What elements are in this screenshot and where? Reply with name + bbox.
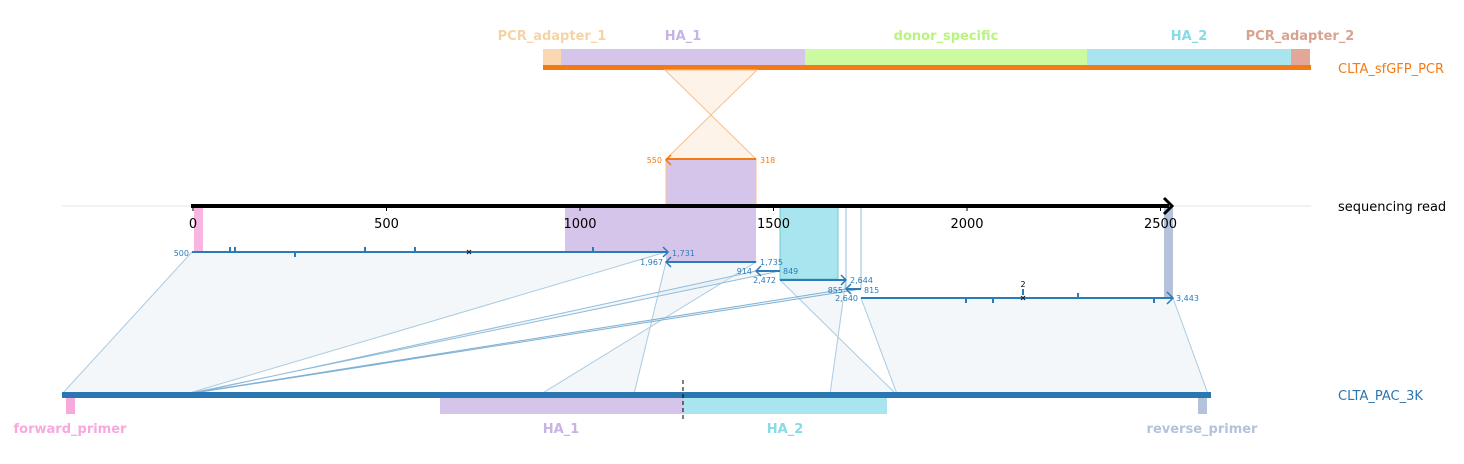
feature-label-donor-specific: donor_specific [894,29,999,44]
alignment-3-end-label: 849 [783,267,798,276]
projection-forward-primer [194,206,203,252]
alignment-1-arrowhead [662,246,670,258]
alignment-1-start-label: 500 [174,249,189,258]
bottom-reference-track: forward_primer HA_1 HA_2 reverse_primer … [14,380,1423,437]
alignment-6-deletion-mark [1020,295,1026,301]
reference-name-top: CLTA_sfGFP_PCR [1338,62,1444,77]
top-alignment-connector: 550 318 [647,69,775,207]
reference-name-bottom: CLTA_PAC_3K [1338,389,1423,404]
alignment-fans [60,251,1209,395]
alignment-5-arrowhead [844,283,852,295]
alignment-4-end-label: 2,644 [850,276,873,285]
alignment-6-start-label: 2,640 [835,294,858,303]
feature-label-ha-1: HA_1 [543,422,580,437]
alignment-3-arrowhead [754,265,762,277]
feature-label-reverse-primer: reverse_primer [1147,422,1259,437]
alignment-2-start-label: 1,967 [640,258,663,267]
top-alignment-end-label: 318 [760,156,775,165]
projection-ha-1-b [666,206,756,262]
alignment-1-end-label: 1,731 [672,249,695,258]
reference-bar-sfgfp [543,65,1311,70]
alignment-2-arrowhead [664,256,672,268]
top-alignment-arrowhead [664,154,672,166]
projection-ha-1 [565,206,666,252]
read-tick-label: 2000 [950,217,983,232]
feature-ha-1 [440,398,683,414]
feature-pcr-adapter-2 [1291,49,1310,65]
read-ticks: 0 500 1000 1500 2000 2500 [189,206,1177,232]
feature-label-forward-primer: forward_primer [14,422,128,437]
alignment-4-start-label: 2,472 [753,276,776,285]
fan-alignment-6 [860,297,1209,395]
alignment-5-start-label: 855 [828,286,843,295]
feature-reverse-primer [1198,398,1207,414]
alignment-6-arrowhead [1166,291,1175,305]
feature-ha-2 [683,398,887,414]
feature-label-pcr-adapter-2: PCR_adapter_2 [1246,29,1355,44]
top-alignment-ha1-box [665,158,757,207]
feature-ha-2 [1087,49,1291,65]
feature-label-ha-2: HA_2 [767,422,804,437]
top-reference-track: PCR_adapter_1 HA_1 donor_specific HA_2 P… [498,29,1444,77]
read-axis: sequencing read 0 500 1000 1500 2000 2500 [62,196,1446,232]
read-tick-label: 2500 [1144,217,1177,232]
read-tick-label: 1500 [757,217,790,232]
read-tick-label: 500 [374,217,399,232]
feature-label-ha-1: HA_1 [665,29,702,44]
top-alignment-start-label: 550 [647,156,662,165]
read-axis-arrowhead [1162,196,1175,216]
read-tick-label: 0 [189,217,197,232]
projection-reverse-primer [1164,206,1173,297]
feature-label-ha-2: HA_2 [1171,29,1208,44]
alignment-6-mismatch-marks [965,293,1155,303]
feature-pcr-adapter-1 [543,49,561,65]
feature-donor-specific [805,49,1087,65]
alignment-6-end-label: 3,443 [1176,294,1199,303]
alignment-1-deletion-mark [466,249,472,255]
read-alignments: 500 1,731 1,967 1,735 914 849 2,472 2,64… [174,246,1199,305]
alignment-1-mismatch-marks [229,247,594,257]
alignment-3-start-label: 914 [737,267,752,276]
alignment-4-arrowhead [840,274,848,286]
crossed-connector [663,69,759,160]
alignment-6-insertion-count: 2 [1020,280,1025,289]
read-tick-label: 1000 [563,217,596,232]
feature-label-pcr-adapter-1: PCR_adapter_1 [498,29,607,44]
alignment-2-end-label: 1,735 [760,258,783,267]
feature-forward-primer [66,398,75,414]
alignment-5-end-label: 815 [864,286,879,295]
reference-bar-pac [62,392,1211,398]
read-name: sequencing read [1338,200,1446,215]
feature-ha-1 [561,49,805,65]
